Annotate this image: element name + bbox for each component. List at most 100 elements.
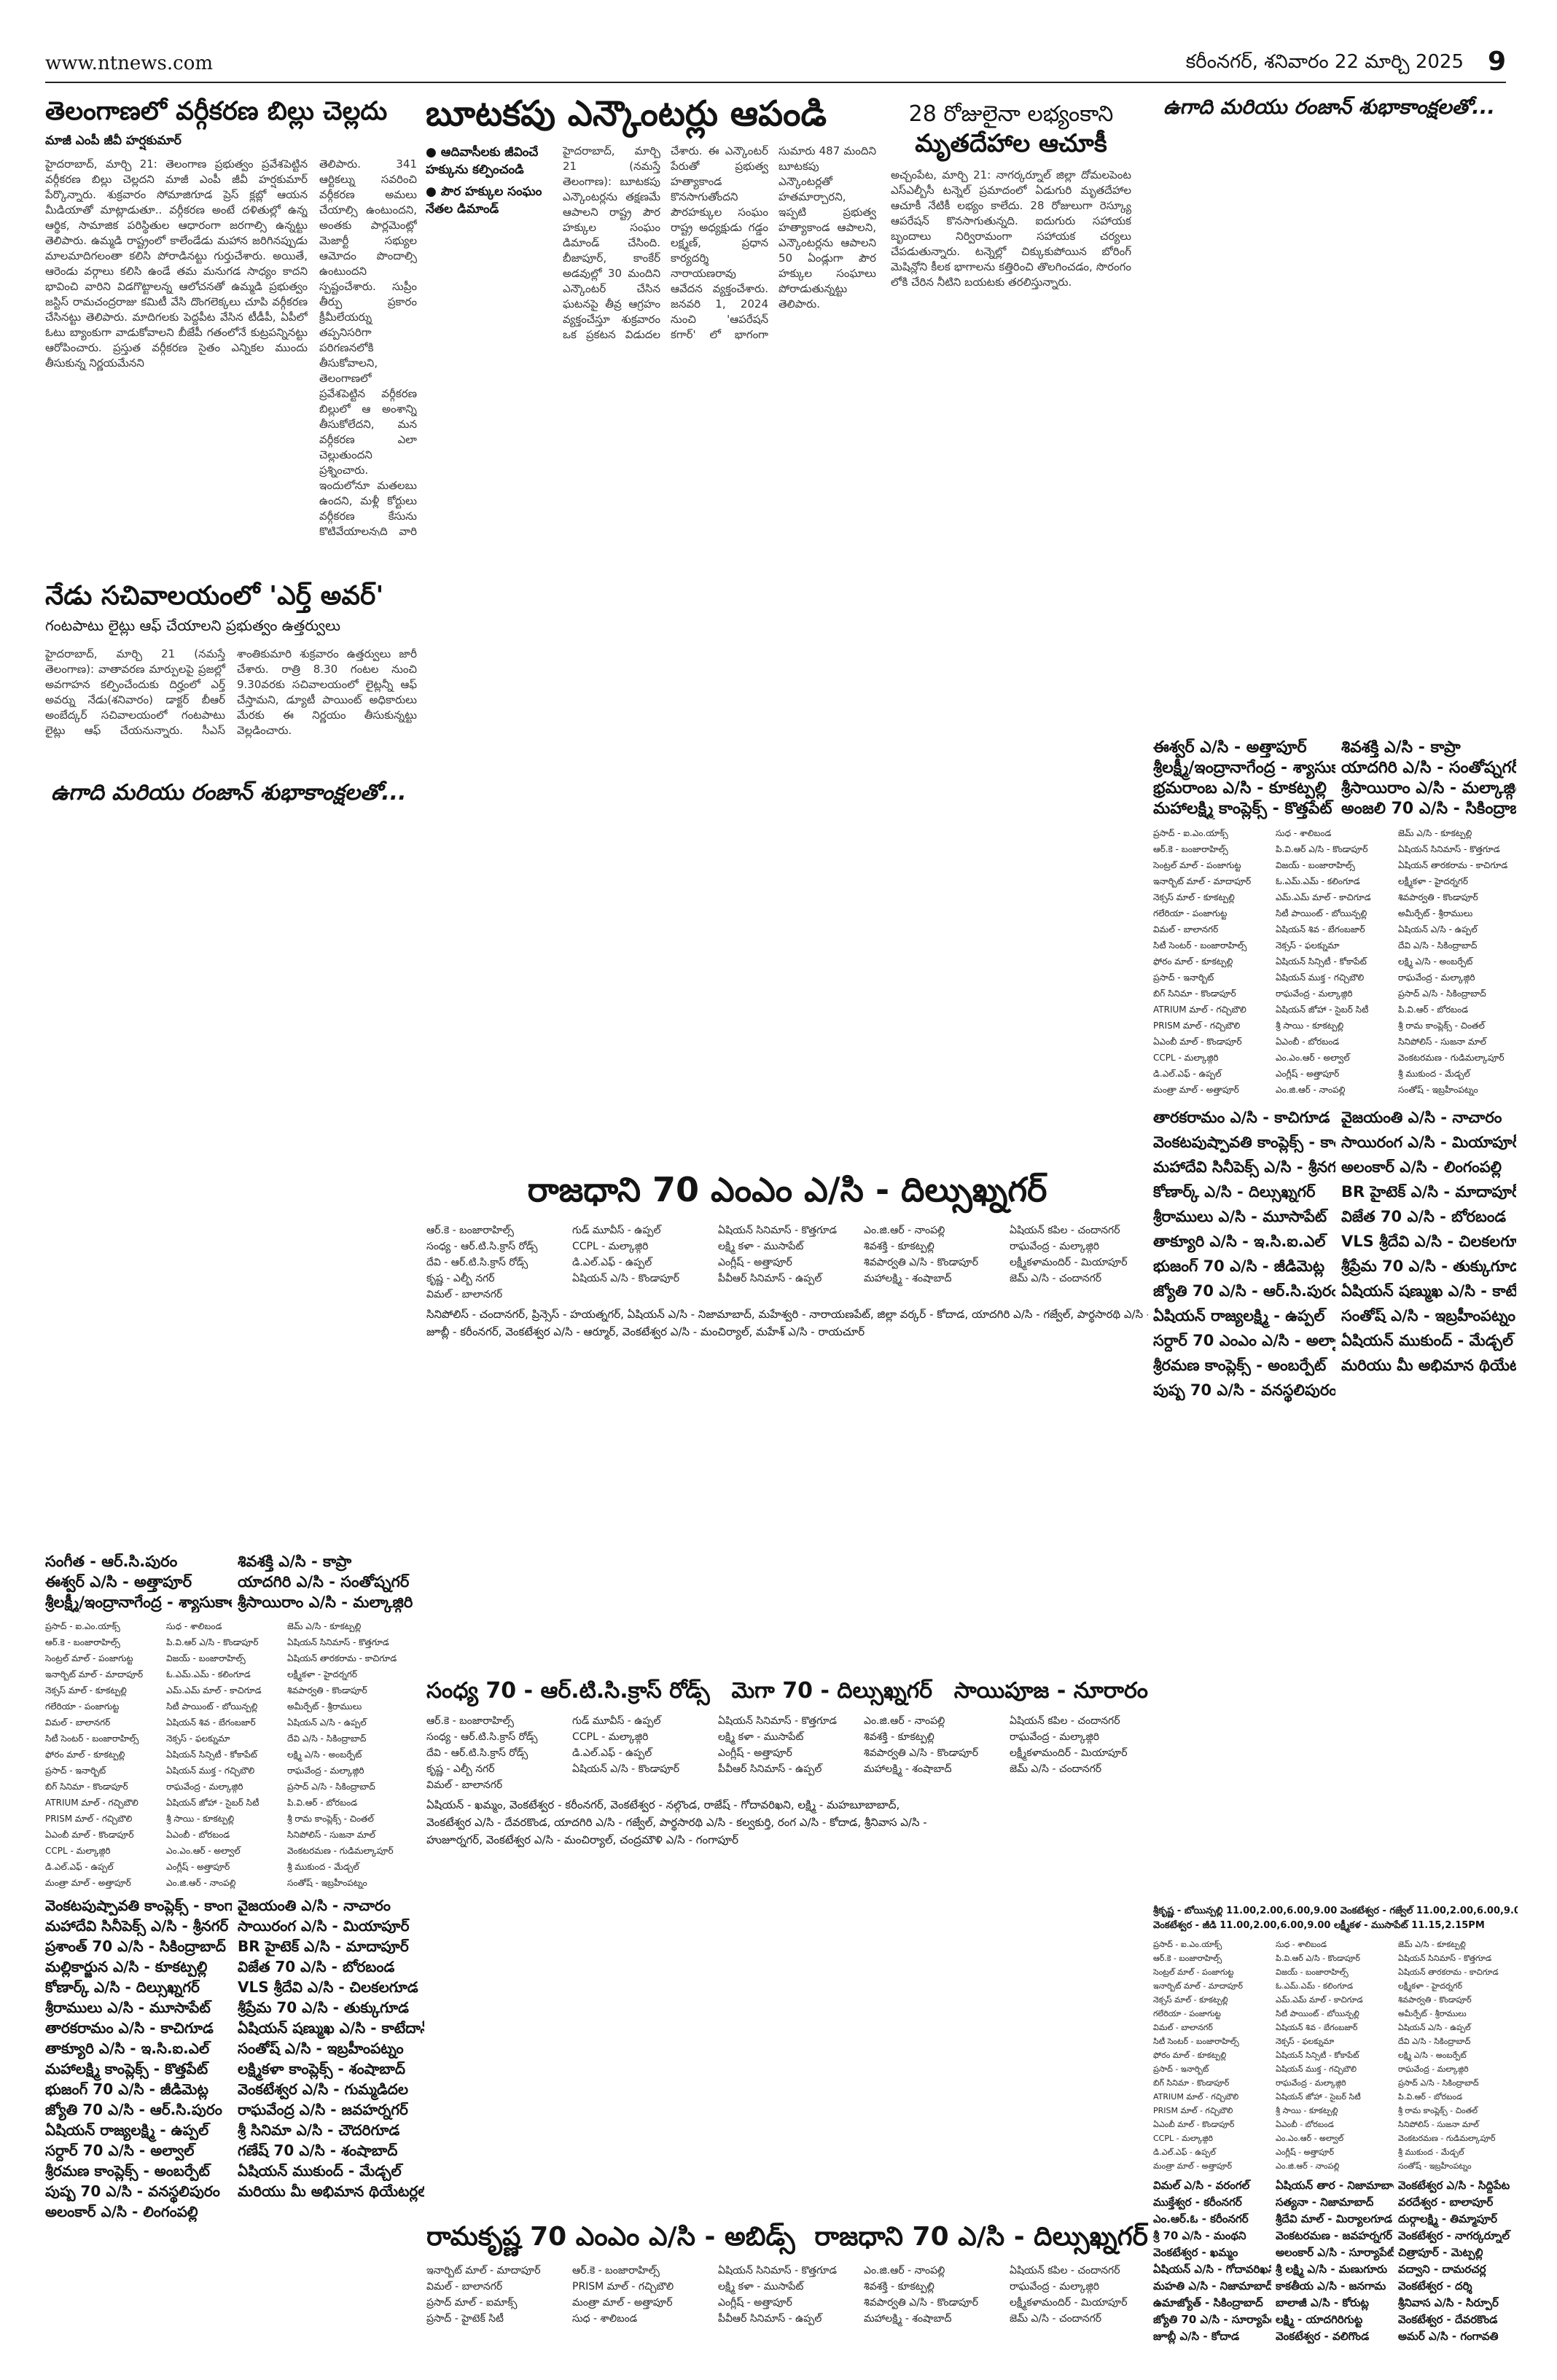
list-item: నెక్సస్ - ఫలక్నుమా	[166, 1733, 230, 1744]
article-body: అచ్చంపేట, మార్చి 21: నాగర్కర్నూల్ జిల్లా…	[891, 168, 1131, 289]
article-body-left: హైదరాబాద్, మార్చి 21: తెలంగాణ ప్రభుత్వం …	[45, 157, 308, 370]
list-item: ఎం.జి.ఆర్ - నాంపల్లి	[864, 2265, 945, 2276]
headline: తెలంగాణలో వర్గీకరణ బిల్లు చెల్లదు	[45, 97, 388, 126]
list-item: నెక్సస్ మాల్ - కూకట్పల్లి	[45, 1685, 127, 1696]
list-item: సాయిరంగ ఎ/సి - మియాపూర్	[1341, 1134, 1516, 1151]
list-item: VLS శ్రీదేవి ఎ/సి - చిలకలగూడ	[238, 1978, 418, 1996]
list-item: లక్ష్మీకళామందిర్ - మియాపూర్	[1010, 1257, 1128, 1268]
site-url[interactable]: www.ntnews.com	[45, 52, 214, 74]
list-item: జ్యోతి 70 ఎ/సి - సూర్యాపేట్	[1153, 2313, 1271, 2326]
list-item: చిత్రాపూర్ - మెట్పల్లి	[1398, 2246, 1483, 2259]
ad-theatre-list-right: ఈశ్వర్ ఎ/సి - అత్తాపూర్ శ్రీలక్ష్మీ/ఇంద్…	[1153, 738, 1518, 1402]
list-item: ATRIUM మాల్ - గచ్చిబౌలి	[1153, 2092, 1239, 2102]
list-item: శ్రీ రామ కాంప్లెక్స్ - చింతల్	[287, 1814, 374, 1824]
list-item: సర్దార్ 70 ఎ/సి - అల్వాల్	[45, 2142, 195, 2159]
list-item: సర్దార్ 70 ఎంఎం ఎ/సి - అల్వాల్	[1153, 1332, 1335, 1349]
list-item: ఏషియన్ సిన్సిటీ - కోకాపేట్	[1276, 2051, 1359, 2060]
list-item: సెంట్రల్ మాల్ - పంజాగుట్ట	[1153, 1967, 1234, 1977]
list-item: మల్లికార్జున ఎ/సి - కూకట్పల్లి	[45, 1958, 208, 1975]
list-item: వెంకటపుష్పావతి కాంప్లెక్స్ - కాంగాంపూర్	[45, 1897, 232, 1914]
list-item: వెంకటపుష్పావతి కాంప్లెక్స్ - కాంగాంపూర్	[1153, 1134, 1335, 1151]
article-body-right: తెలిపారు. 341 ఆర్టికల్ను సవరించి వర్గీకర…	[319, 157, 417, 536]
list-item: లక్ష్మి ఎ/సి - అంబర్పేట్	[1398, 956, 1473, 967]
list-item: శ్రీ సినిమా ఎ/సి - చౌదరిగూడ	[238, 2121, 400, 2139]
list-item: సిటీ సెంటర్ - బంజారాహిల్స్	[45, 1733, 139, 1744]
list-item: శ్రీ సాయి - కూకట్పల్లి	[1276, 2106, 1338, 2115]
list-item: జ్యోతి 70 ఎ/సి - ఆర్.సి.పురం	[45, 2101, 222, 2118]
list-item: రాఘవేంద్ర - మల్కాజ్గిరి	[1398, 2064, 1469, 2074]
list-item: శ్రీరమణ కాంప్లెక్స్ - అంబర్పేట్	[1153, 1357, 1327, 1374]
list-item: ఎం.జి.ఆర్ - నాంపల్లి	[864, 1715, 945, 1727]
list-item: దేవి ఎ/సి - సికింద్రాబాద్	[287, 1733, 367, 1744]
article-body: హైదరాబాద్, మార్చి 21 (నమస్తే తెలంగాణ): బ…	[563, 144, 876, 341]
list-item: సంగీత - ఆర్.సి.పురం	[45, 1553, 178, 1570]
list-item: ఎం.ఎం.ఆర్ - అల్వాల్	[166, 1846, 241, 1856]
list-item: ఎం.ఎం.ఆర్ - అల్వాల్	[1276, 1053, 1350, 1063]
list-item: సత్యనా - నిజామాబాద్	[1276, 2196, 1374, 2209]
showtime-line: వెంకటేశ్వర - జీడి 11.00,2.00,6.00,9.00 ల…	[1153, 1920, 1485, 1931]
list-item: PRISM మాల్ - గచ్చిబౌలి	[572, 2281, 674, 2293]
list-item: విమల్ ఎ/సి - వరంగల్	[1153, 2179, 1250, 2192]
list-item: ఏఎంబీ - బోరబండ	[166, 1830, 230, 1840]
list-item: ఎం.జి.ఆర్ - నాంపల్లి	[166, 1878, 236, 1888]
list-item: ఏఎంబీ - బోరబండ	[1276, 1037, 1340, 1047]
ad-sandhya-mega-saipuja: సంధ్య 70 - ఆర్.టి.సి.క్రాస్ రోడ్స్ మెగా …	[426, 1678, 1148, 1849]
list-item: ఏషియన్ సినిమాస్ - కొత్తగూడ	[718, 1715, 838, 1727]
list-item: ముక్తేశ్వర - కరీంనగర్	[1153, 2196, 1242, 2209]
list-item: ఏషియన్ ఎ/సి - ఉప్పల్	[1398, 924, 1478, 935]
list-item: తారకరామం ఎ/సి - కాచిగూడ	[1153, 1109, 1330, 1126]
list-item: వెంకటేశ్వర - వలిగొండ	[1276, 2330, 1370, 2343]
list-item: గలేరియా - పంజాగుట్ట	[45, 1701, 120, 1712]
list-item: శివపార్వతి - కొండాపూర్	[287, 1685, 367, 1696]
list-item: ఏఎంబీ మాల్ - కొండాపూర్	[1153, 2120, 1235, 2129]
list-item: ప్రసాద్ ఎ/సి - సికింద్రాబాద్	[287, 1782, 375, 1792]
list-item: విమల్ - బాలానగర్	[1153, 924, 1219, 935]
list-item: లక్ష్మి కళా - ముసాపేట్	[718, 1731, 804, 1743]
list-item: ఎం.ఎం.ఆర్ - అల్వాల్	[1276, 2134, 1344, 2143]
list-item: లక్ష్మి ఎ/సి - అంబర్పేట్	[287, 1749, 362, 1760]
list-item: రాఘవేంద్ర - మల్కాజ్గిరి	[1276, 2078, 1346, 2088]
list-item: తాక్యూరి ఎ/సి - ఇ.సి.ఐ.ఎల్	[1153, 1233, 1326, 1250]
list-item: ఇనార్బిట్ మాల్ - మాదాపూర్	[45, 1669, 144, 1679]
ad-ramakrishna-rajadhani: రామకృష్ణ 70 ఎంఎం ఎ/సి - అబిడ్స్ రాజధాని …	[426, 2222, 1148, 2327]
list-item: జెమ్ ఎ/సి - కూకట్పల్లి	[1398, 828, 1472, 838]
list-item: ఫోరం మాల్ - కూకట్పల్లి	[1153, 956, 1233, 967]
list-item: పుష్ప 70 ఎ/సి - వనస్థలిపురం	[45, 2182, 220, 2200]
list-item: జెమ్ ఎ/సి - కూకట్పల్లి	[1398, 1940, 1466, 1949]
ad-strip: జూబ్లీ - కరీంనగర్, వెంకటేశ్వర ఎ/సి - ఆర్…	[426, 1325, 865, 1338]
headline: నేడు సచివాలయంలో 'ఎర్త్ అవర్'	[45, 581, 384, 611]
list-item: ఏషియన్ ముక్త - గచ్చిబౌలి	[166, 1766, 255, 1776]
list-item: రాఘవేంద్ర - మల్కాజ్గిరి	[1398, 972, 1475, 983]
ad-strip: హుజూర్నగర్, వెంకటేశ్వర ఎ/సి - మంచిర్యాల్…	[426, 1833, 739, 1846]
list-item: అలంకార్ ఎ/సి - లింగంపల్లి	[1341, 1158, 1502, 1176]
list-item: ఏషియన్ రాజ్యలక్ష్మి - ఉప్పల్	[1153, 1307, 1325, 1324]
list-item: నెక్సస్ మాల్ - కూకట్పల్లి	[1153, 892, 1235, 902]
list-item: రాఘవేంద్ర - మల్కాజ్గిరి	[1010, 1731, 1100, 1743]
list-item: ఏషియన్ సినిమాస్ - కొత్తగూడ	[1398, 844, 1500, 854]
list-item: ఎం.జి.ఆర్ - నాంపల్లి	[1276, 1085, 1346, 1095]
list-item: ఓ.ఎమ్.ఎమ్ - కలింగూడ	[1276, 876, 1360, 886]
list-item: శివశక్తి - కూకట్పల్లి	[864, 1241, 934, 1252]
list-item: సిటీ పాయింట్ - బోయిన్పల్లి	[1276, 908, 1367, 918]
list-item: ఆర్.కె - బంజారాహిల్స్	[572, 2265, 660, 2276]
list-item: దేవి ఎ/సి - సికింద్రాబాద్	[1398, 2037, 1471, 2046]
list-item: దేవి - ఆర్.టి.సి.క్రాస్ రోడ్స్	[426, 1747, 528, 1759]
list-item: ఆర్.కె - బంజారాహిల్స్	[1153, 844, 1228, 854]
list-item: ఏషియన్ ముకుంద్ - మేడ్చల్	[1341, 1332, 1513, 1349]
list-item: ATRIUM మాల్ - గచ్చిబౌలి	[1153, 1004, 1246, 1015]
list-item: మహాలక్ష్మి - శంషాబాద్	[864, 2313, 952, 2325]
list-item: లక్ష్మి కళా - ముసాపేట్	[718, 2281, 804, 2293]
list-item: యాదగిరి ఎ/సి - సంతోష్నగర్	[1341, 759, 1516, 777]
list-item: ఈశ్వర్ ఎ/సి - అత్తాపూర్	[1153, 738, 1307, 757]
list-item: శ్రీ ముకుంద - మేడ్చల్	[1398, 2147, 1464, 2157]
list-item: శివశక్తి - కూకట్పల్లి	[864, 1731, 934, 1743]
list-item: రాఘవేంద్ర - మల్కాజ్గిరి	[1010, 2281, 1100, 2293]
list-item: పి.వి.ఆర్ ఎ/సి - కొండాపూర్	[166, 1637, 259, 1647]
list-item: శ్రీ రామ కాంప్లెక్స్ - చింతల్	[1398, 2106, 1478, 2115]
list-item: ఎంగ్లీష్ - అత్తాపూర్	[718, 1747, 792, 1759]
list-item: ఎం.జి.ఆర్ - నాంపల్లి	[864, 1225, 945, 1236]
list-item: CCPL - మల్కాజ్గిరి	[45, 1846, 111, 1856]
list-item: సుధ - శాలిబండ	[166, 1621, 222, 1631]
ad-banner: రామకృష్ణ 70 ఎంఎం ఎ/సి - అబిడ్స్	[426, 2222, 795, 2252]
list-item: ATRIUM మాల్ - గచ్చిబౌలి	[45, 1798, 138, 1808]
